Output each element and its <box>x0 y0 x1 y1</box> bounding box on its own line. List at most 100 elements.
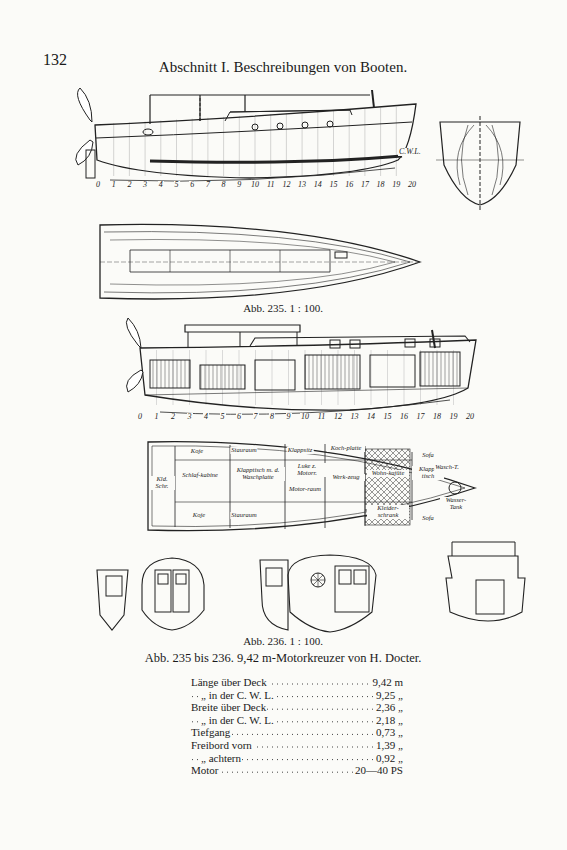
spec-value: 1,39 „ <box>375 740 404 752</box>
spec-value: 0,92 „ <box>375 753 404 765</box>
frame-number: 15 <box>383 413 393 421</box>
spec-value: 9,25 „ <box>375 690 404 702</box>
figure-caption: Abb. 235 bis 236. 9,42 m-Motorkreuzer vo… <box>144 652 423 665</box>
room-label: Sofa <box>421 515 435 522</box>
room-label: Klappsitz <box>287 447 314 454</box>
room-label: Wasser-Tank <box>440 497 472 511</box>
frame-number: 9 <box>236 181 242 189</box>
frame-number: 3 <box>187 413 193 421</box>
guide-line <box>349 110 350 176</box>
room-label: Wohn-kajüte <box>367 470 409 477</box>
frame-number: 19 <box>391 181 401 189</box>
frame-number: 13 <box>297 181 307 189</box>
frame-number: 1 <box>154 413 160 421</box>
guide-line <box>113 123 114 176</box>
frame-number: 17 <box>360 181 370 189</box>
guide-line <box>160 120 161 176</box>
guide-line <box>333 111 334 177</box>
frame-number: 2 <box>170 413 176 421</box>
frame-number: 13 <box>350 413 360 421</box>
spec-label: „ achtern <box>200 753 242 765</box>
frame-number: 19 <box>449 413 459 421</box>
spec-label: Breite über Deck <box>190 702 267 714</box>
spec-label: Tiefgang <box>190 727 231 739</box>
guide-line <box>317 111 318 176</box>
frame-number: 0 <box>95 181 101 189</box>
room-label: Kld. Schr. <box>149 476 175 490</box>
guide-line <box>387 350 388 405</box>
figure-label: Abb. 235. 1 : 100. <box>242 303 324 315</box>
frame-number: 6 <box>236 413 242 421</box>
frame-number: 10 <box>300 413 310 421</box>
room-label: Koje <box>192 512 206 519</box>
room-label: Schlaf-kabine <box>179 472 221 479</box>
frame-number: 2 <box>126 181 132 189</box>
frame-number: 18 <box>376 181 386 189</box>
room-label: Koje <box>190 448 204 455</box>
room-label: Stauraum <box>230 512 257 519</box>
frame-number: 16 <box>399 413 409 421</box>
frame-number: 4 <box>158 181 164 189</box>
frame-number: 20 <box>465 413 475 421</box>
room-label: Luke z. Motorr. <box>287 463 327 477</box>
frame-number: 16 <box>344 181 354 189</box>
frame-number: 17 <box>416 413 426 421</box>
guide-line <box>272 350 273 405</box>
guide-line <box>302 112 303 176</box>
room-label: Koch-platte <box>327 445 365 452</box>
frame-number: 15 <box>329 181 339 189</box>
room-label: Kleider-schrank <box>367 505 409 519</box>
page-number: 132 <box>42 52 68 69</box>
spec-value: 20—40 PS <box>354 765 404 777</box>
guide-line <box>404 350 405 405</box>
guide-line <box>176 120 177 177</box>
frame-number: 14 <box>313 181 323 189</box>
guide-line <box>223 117 224 176</box>
spec-label: „ in der C. W. L. <box>200 715 275 727</box>
frame-number: 12 <box>281 181 291 189</box>
room-label: Sofa <box>421 452 435 459</box>
frame-number: 7 <box>253 413 259 421</box>
spec-value: 0,73 „ <box>375 727 404 739</box>
spec-value: 2,18 „ <box>375 715 404 727</box>
room-label: Stauraum <box>230 447 257 454</box>
running-header: Abschnitt I. Beschreibungen von Booten. <box>158 60 408 76</box>
room-label: Werk-zeug <box>327 474 365 481</box>
frame-number: 14 <box>366 413 376 421</box>
room-label: Klapptisch m. d. Waschplatte <box>231 467 285 481</box>
spec-label: Freibord vorn <box>190 740 253 752</box>
frame-number: 8 <box>269 413 275 421</box>
guide-line <box>192 119 193 176</box>
frame-number: 3 <box>142 181 148 189</box>
frame-number: 18 <box>432 413 442 421</box>
frame-number: 20 <box>407 181 417 189</box>
room-label: Wasch-T. <box>434 464 460 471</box>
guide-line <box>396 107 397 176</box>
frame-number: 5 <box>220 413 226 421</box>
guide-line <box>239 116 240 176</box>
spec-value: 2,36 „ <box>375 702 404 714</box>
frame-number: 7 <box>205 181 211 189</box>
waterline-label: C.W.L. <box>398 148 422 156</box>
frame-number: 5 <box>174 181 180 189</box>
guide-line <box>207 118 208 176</box>
frame-number: 11 <box>266 181 275 189</box>
guide-line <box>288 350 289 405</box>
figure-label: Abb. 236. 1 : 100. <box>242 636 324 648</box>
guide-line <box>371 350 372 405</box>
frame-number: 11 <box>317 413 326 421</box>
spec-value: 9,42 m <box>371 677 404 689</box>
spec-label: „ in der C. W. L. <box>200 690 275 702</box>
frame-number: 12 <box>333 413 343 421</box>
frame-number: 8 <box>221 181 227 189</box>
guide-line <box>270 114 271 176</box>
spec-label: Motor <box>190 765 220 777</box>
frame-number: 1 <box>111 181 117 189</box>
frame-number: 0 <box>137 413 143 421</box>
frame-number: 6 <box>189 181 195 189</box>
guide-line <box>286 113 287 176</box>
room-label: Motor-raum <box>287 486 323 493</box>
frame-number: 4 <box>203 413 209 421</box>
spec-label: Länge über Deck <box>190 677 268 689</box>
frame-number: 10 <box>250 181 260 189</box>
